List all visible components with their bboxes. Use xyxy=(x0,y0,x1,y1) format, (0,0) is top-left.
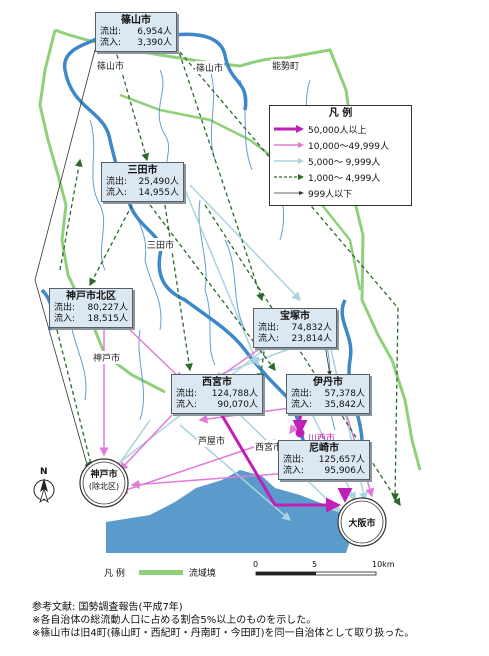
legend: 凡 例 50,000人以上 10,000～49,999人 5,000～ 9,99… xyxy=(269,105,412,206)
city-name: 尼崎市 xyxy=(309,443,339,454)
scale-bar xyxy=(255,571,377,576)
map-label-nishinomiya: 西宮市 xyxy=(254,440,284,453)
inflow-value: 23,814人 xyxy=(291,334,333,344)
kobe-circle xyxy=(79,458,129,508)
map-label-kawanishi: 川西市 xyxy=(308,434,336,444)
map-label-nose: 能勢町 xyxy=(271,59,301,72)
notes: 参考文献: 国勢調査報告(平成7年) ※各自治体の総流動人口に占める割合5%以上… xyxy=(32,601,414,640)
map-label-sasayama-west: 篠山市 xyxy=(96,59,126,72)
inflow-value: 3,390人 xyxy=(137,38,172,48)
city-box-takarazuka: 宝塚市 流出:74,832人 流入:23,814人 xyxy=(253,308,337,348)
outflow-value: 57,378人 xyxy=(324,389,366,399)
city-name: 宝塚市 xyxy=(280,311,310,322)
outflow-value: 124,788人 xyxy=(211,389,258,399)
scale-labels: 0 5 10km xyxy=(253,560,395,569)
flows-1000 xyxy=(56,39,401,507)
basin-swatch xyxy=(138,570,183,575)
note-reference: 参考文献: 国勢調査報告(平成7年) xyxy=(32,602,183,613)
inflow-value: 14,955人 xyxy=(138,188,180,198)
kobe-circle-inner xyxy=(82,461,126,505)
north-arrow-icon xyxy=(33,478,55,504)
outflow-value: 25,490人 xyxy=(138,177,180,187)
north-label: N xyxy=(40,467,48,477)
flows-999 xyxy=(34,49,332,469)
itami-marker xyxy=(295,428,305,438)
map-label-sanda: 三田市 xyxy=(146,238,176,251)
legend-title: 凡 例 xyxy=(328,108,353,119)
outflow-value: 6,954人 xyxy=(137,27,172,37)
city-box-nishinomiya: 西宮市 流出:124,788人 流入:90,070人 xyxy=(171,374,263,414)
city-name: 西宮市 xyxy=(202,377,232,388)
osaka-label: 大阪市 xyxy=(348,519,376,529)
kobe-label: 神戸市 (除北区) xyxy=(88,470,120,491)
osaka-circle-inner xyxy=(340,500,384,544)
legend-item: 999人以下 xyxy=(270,185,411,201)
city-name: 篠山市 xyxy=(121,15,151,26)
city-name: 神戸市北区 xyxy=(66,291,116,302)
inflow-value: 90,070人 xyxy=(217,400,259,410)
inflow-value: 95,906人 xyxy=(324,466,366,476)
outflow-value: 74,832人 xyxy=(291,323,333,333)
city-name: 三田市 xyxy=(127,165,158,176)
note-1: ※各自治体の総流動人口に占める割合5%以上のものを示した。 xyxy=(32,615,317,626)
note-2: ※篠山市は旧4町(篠山町・西紀町・丹南町・今田町)を同一自治体として取り扱った。 xyxy=(32,628,415,639)
outflow-value: 80,227人 xyxy=(87,303,129,313)
map-label-kobe: 神戸市 xyxy=(92,351,122,364)
outflow-value: 125,657人 xyxy=(318,455,365,465)
legend-item: 10,000～49,999人 xyxy=(270,137,411,153)
city-box-kobe-kita: 神戸市北区 流出:80,227人 流入:18,515人 xyxy=(49,288,133,328)
city-box-amagasaki: 尼崎市 流出:125,657人 流入:95,906人 xyxy=(278,440,370,480)
sea xyxy=(106,470,352,553)
legend-item: 1,000～ 4,999人 xyxy=(270,169,411,185)
city-box-sasayama: 篠山市 流出:6,954人 流入:3,390人 xyxy=(95,12,177,52)
city-box-itami: 伊丹市 流出:57,378人 流入:35,842人 xyxy=(286,374,370,414)
city-name: 伊丹市 xyxy=(313,377,343,388)
osaka-circle xyxy=(337,497,387,547)
map-label-ashiya: 芦屋市 xyxy=(197,434,227,447)
legend-item: 50,000人以上 xyxy=(270,121,411,137)
map-label-sasayama-east: 篠山市 xyxy=(195,61,225,74)
basin-legend: 凡 例 流域境 xyxy=(104,569,216,579)
city-box-sanda: 三田市 流出:25,490人 流入:14,955人 xyxy=(101,162,184,202)
inflow-value: 35,842人 xyxy=(324,400,366,410)
legend-item: 5,000～ 9,999人 xyxy=(270,153,411,169)
inflow-value: 18,515人 xyxy=(87,314,129,324)
